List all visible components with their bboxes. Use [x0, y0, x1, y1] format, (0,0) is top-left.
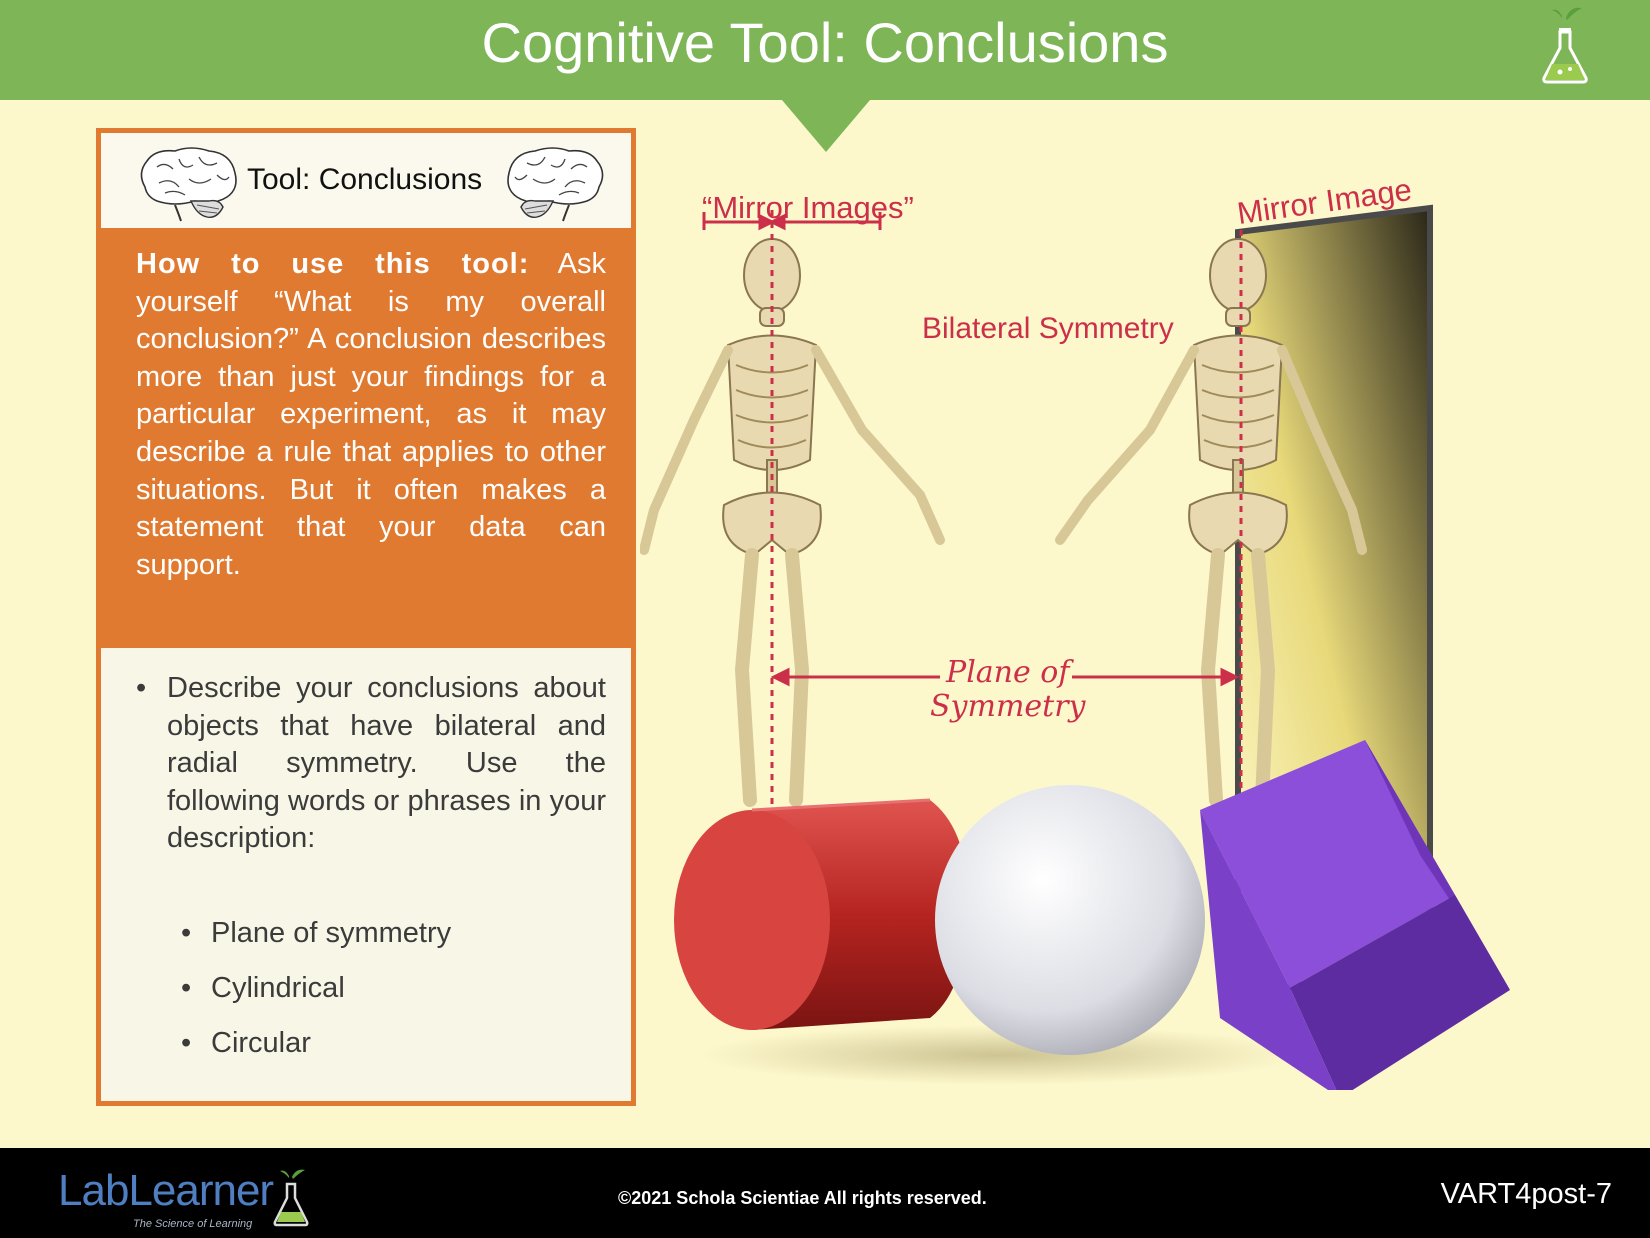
tool-panel: Tool: Conclusions How to use this tool: … [96, 128, 636, 1106]
flask-icon [273, 1169, 309, 1227]
term-label: Circular [211, 1027, 311, 1059]
slide-code: VART4post-7 [1440, 1178, 1612, 1210]
plane-of-symmetry-label: Plane of Symmetry [930, 656, 1086, 724]
how-to-section: How to use this tool: Ask yourself “What… [101, 228, 631, 648]
task-bullet: • Describe your conclusions about object… [136, 670, 606, 858]
bullet-dot: • [181, 972, 192, 1004]
brain-icon [507, 147, 604, 222]
how-to-heading: How to use this tool: [136, 248, 530, 280]
lablearner-logo: LabLearner The Science of Learning [58, 1166, 309, 1230]
term-label: Cylindrical [211, 972, 345, 1004]
flask-logo-icon [1542, 7, 1588, 84]
bullet-dot: • [181, 1027, 192, 1059]
panel-header: Tool: Conclusions [101, 133, 631, 228]
brand-name: LabLearner [58, 1166, 274, 1215]
plane-arrows [770, 667, 1240, 687]
skeleton-left [640, 238, 945, 807]
mirror-images-arrows [702, 212, 882, 231]
purple-cube [1200, 740, 1510, 1090]
how-to-body: Ask yourself “What is my overall conclus… [136, 248, 606, 581]
bullet-dot: • [181, 917, 192, 949]
illustration-graphic [640, 204, 1510, 1090]
task-section: • Describe your conclusions about object… [101, 648, 631, 1101]
panel-title: Tool: Conclusions [247, 163, 483, 196]
footer-bar: LabLearner The Science of Learning ©2021… [0, 1148, 1650, 1238]
plane-label-line2: Symmetry [930, 689, 1086, 724]
skeleton-right [1055, 238, 1367, 807]
symmetry-illustration: “Mirror Images” Mirror Image Bilateral S… [640, 150, 1650, 1090]
brain-icon [140, 147, 237, 222]
mirror-images-label: “Mirror Images” [702, 190, 914, 225]
brand-tagline: The Science of Learning [133, 1218, 253, 1230]
header-pointer [782, 100, 870, 152]
page-title: Cognitive Tool: Conclusions [481, 11, 1169, 74]
plane-label-line1: Plane of [946, 655, 1070, 690]
header-bar: Cognitive Tool: Conclusions [0, 0, 1650, 100]
bilateral-symmetry-label: Bilateral Symmetry [922, 312, 1174, 345]
copyright-text: ©2021 Schola Scientiae All rights reserv… [618, 1188, 987, 1208]
red-cylinder [674, 798, 969, 1030]
bullet-dot: • [136, 672, 147, 704]
term-label: Plane of symmetry [211, 917, 452, 949]
white-sphere [935, 785, 1205, 1055]
task-text: Describe your conclusions about objects … [167, 672, 606, 855]
how-to-text: How to use this tool: Ask yourself “What… [136, 246, 606, 584]
